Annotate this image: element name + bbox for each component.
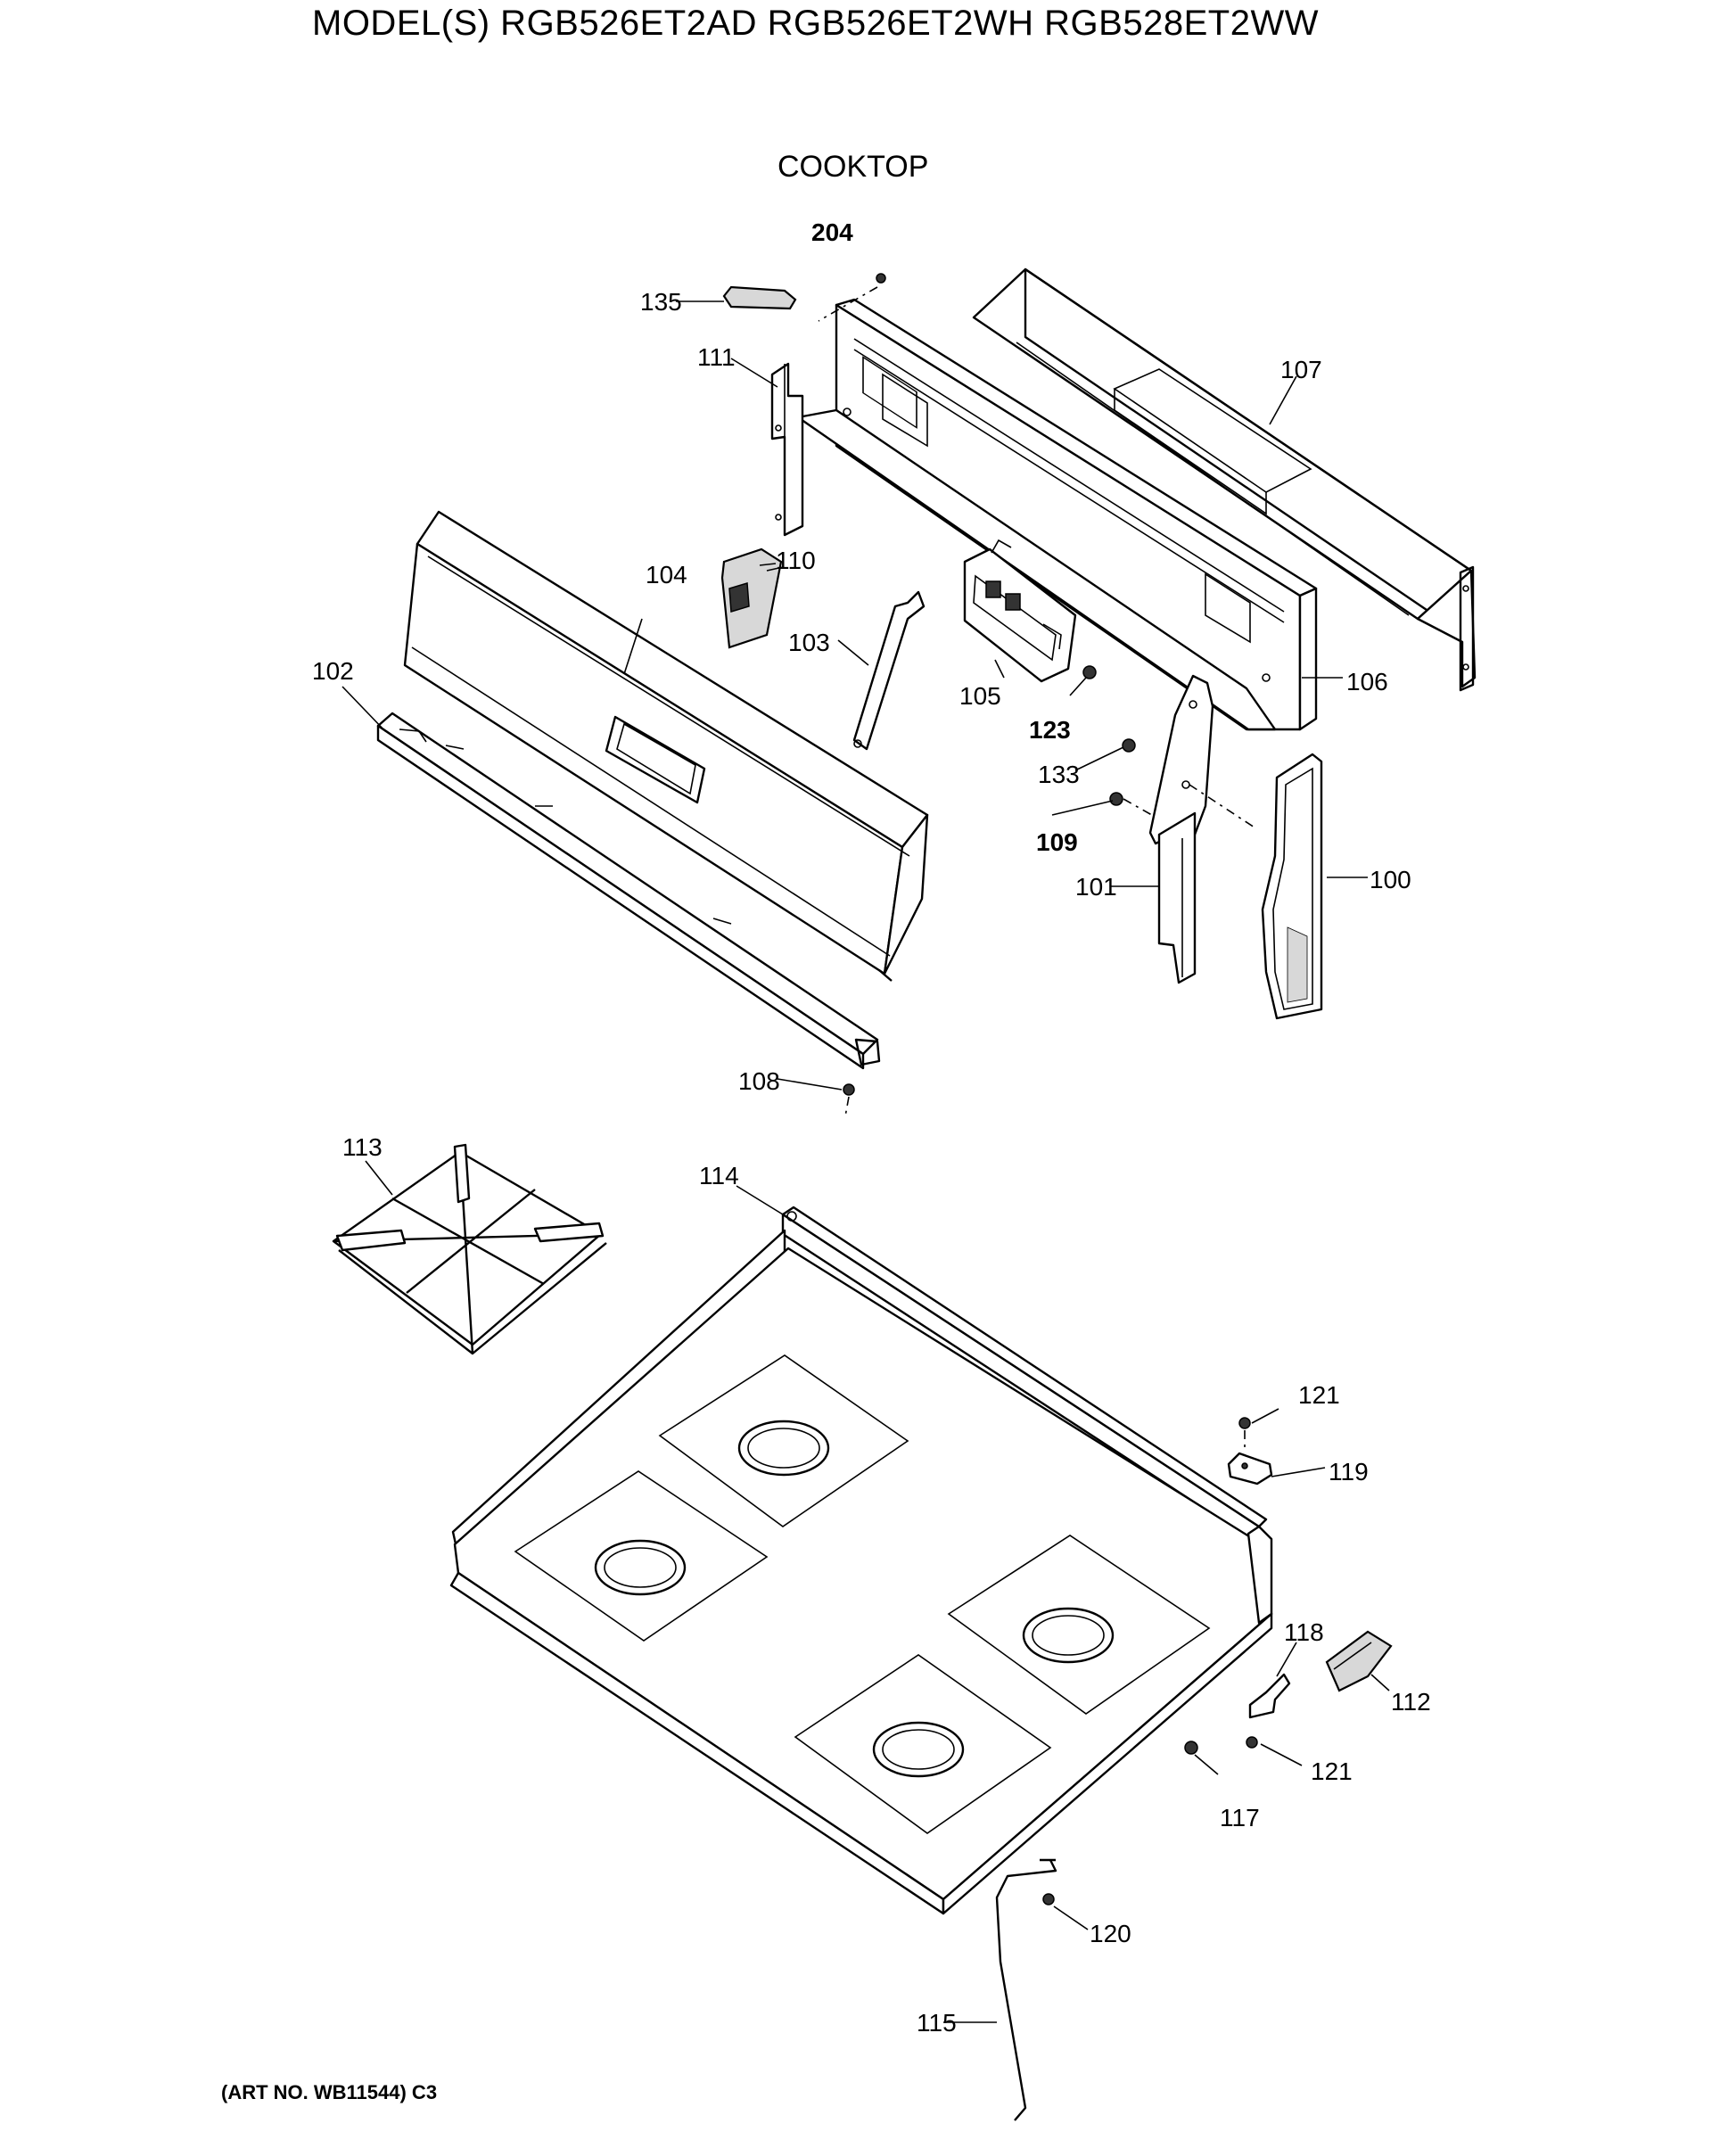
part-121-screw-upper	[1238, 1417, 1251, 1452]
callout-119: 119	[1329, 1458, 1369, 1486]
callout-121-upper: 121	[1298, 1381, 1340, 1409]
part-110-switch	[720, 547, 784, 649]
callout-118: 118	[1284, 1618, 1324, 1646]
callout-111: 111	[697, 343, 736, 371]
part-119-bracket	[1227, 1452, 1273, 1486]
control-panel	[403, 510, 929, 982]
part-102-trim	[376, 712, 881, 1070]
part-115-rod	[995, 1858, 1057, 2121]
part-121-screw-lower	[1246, 1736, 1258, 1749]
backguard-panel	[796, 298, 1318, 731]
leader-lines	[341, 300, 1390, 2023]
page-title: MODEL(S) RGB526ET2AD RGB526ET2WH RGB528E…	[312, 4, 1319, 43]
part-135-cap	[722, 285, 797, 310]
part-112-bracket	[1325, 1630, 1393, 1692]
part-101-side-bracket	[1148, 674, 1258, 984]
art-number: (ART NO. WB11544) C3	[221, 2081, 438, 2103]
part-204-screw	[818, 273, 886, 322]
callout-100: 100	[1370, 866, 1411, 893]
callout-133: 133	[1038, 761, 1080, 788]
callout-101: 101	[1075, 873, 1117, 901]
callout-113: 113	[342, 1133, 383, 1161]
callout-123: 123	[1029, 716, 1071, 744]
callout-121-lower: 121	[1311, 1757, 1353, 1785]
part-120-screw	[1042, 1893, 1055, 1905]
part-118-clip	[1248, 1673, 1291, 1719]
backguard-rear-cover	[972, 268, 1477, 692]
part-113-burner-grate	[332, 1143, 607, 1355]
callout-108: 108	[738, 1067, 780, 1095]
callout-135: 135	[640, 288, 682, 316]
part-133-screw	[1122, 738, 1136, 753]
part-123-knob	[1082, 665, 1097, 679]
callout-109: 109	[1036, 828, 1078, 856]
section-title: COOKTOP	[777, 150, 929, 184]
part-100-end-cap	[1261, 753, 1323, 1020]
callout-115: 115	[917, 2009, 957, 2037]
callout-120: 120	[1090, 1920, 1131, 1947]
part-117-nut	[1184, 1741, 1198, 1755]
callout-102: 102	[312, 657, 354, 685]
callout-103: 103	[788, 629, 830, 656]
callout-117: 117	[1220, 1804, 1260, 1831]
callout-104: 104	[646, 561, 687, 588]
callout-110: 110	[776, 547, 816, 574]
callout-112: 112	[1391, 1688, 1431, 1716]
part-114-cooktop	[449, 1206, 1273, 1915]
part-108-screw	[843, 1083, 855, 1117]
callout-106: 106	[1346, 668, 1388, 696]
part-103-bracket	[852, 590, 926, 751]
callout-107: 107	[1280, 356, 1322, 383]
callout-204: 204	[811, 218, 853, 246]
part-105-clock	[963, 539, 1077, 683]
part-111-bracket	[770, 362, 804, 537]
callout-114: 114	[699, 1162, 739, 1189]
callout-105: 105	[959, 682, 1001, 710]
